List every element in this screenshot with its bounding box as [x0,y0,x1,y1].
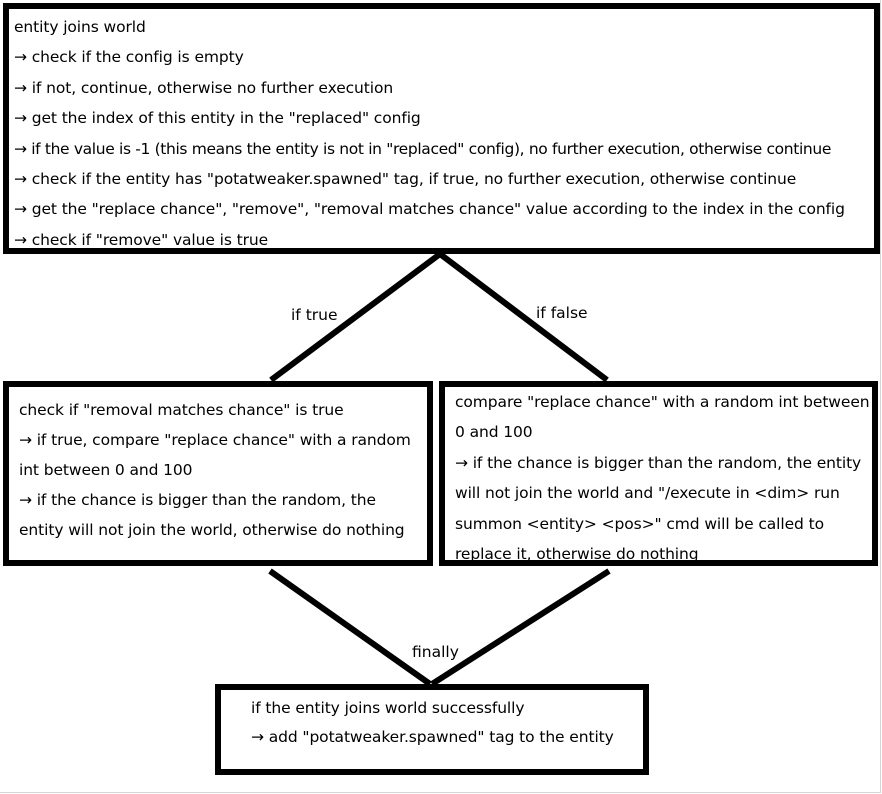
replace-branch-box: compare "replace chance" with a random i… [439,381,878,566]
final-line: if the entity joins world successfully [251,699,525,717]
start-line: → check if "remove" value is true [14,230,269,249]
connector-if-true [269,251,442,383]
start-box: entity joins world → check if the config… [3,3,880,254]
edge-label-if-false: if false [536,304,588,322]
start-line: → if not, continue, otherwise no further… [14,78,394,97]
remove-branch-box: check if "removal matches chance" is tru… [3,381,433,566]
replace-branch-line: replace it, otherwise do nothing [455,545,699,564]
remove-branch-line: → if true, compare "replace chance" with… [19,431,411,449]
start-line: → check if the entity has "potatweaker.s… [14,170,797,189]
connector-finally-right [430,568,611,687]
connector-finally-left [268,568,432,687]
replace-branch-line: 0 and 100 [455,423,533,442]
final-box: if the entity joins world successfully →… [215,684,649,775]
final-line: → add "potatweaker.spawned" tag to the e… [251,728,614,746]
remove-branch-line: entity will not join the world, otherwis… [19,521,405,539]
start-line: entity joins world [14,18,146,36]
replace-branch-line: → if the chance is bigger than the rando… [455,453,862,472]
remove-branch-line: int between 0 and 100 [19,461,193,479]
start-line: → if the value is -1 (this means the ent… [14,139,832,158]
replace-branch-line: summon <entity> <pos>" cmd will be calle… [455,514,824,533]
start-line: → get the index of this entity in the "r… [14,109,421,128]
edge-label-finally: finally [412,643,459,661]
start-line: → get the "replace chance", "remove", "r… [14,200,845,219]
start-line: → check if the config is empty [14,48,244,67]
replace-branch-line: will not join the world and "/execute in… [455,484,840,503]
connector-if-false [438,251,609,383]
edge-label-if-true: if true [291,306,338,324]
remove-branch-line: check if "removal matches chance" is tru… [19,401,344,419]
replace-branch-line: compare "replace chance" with a random i… [455,393,870,411]
remove-branch-line: → if the chance is bigger than the rando… [19,491,376,509]
